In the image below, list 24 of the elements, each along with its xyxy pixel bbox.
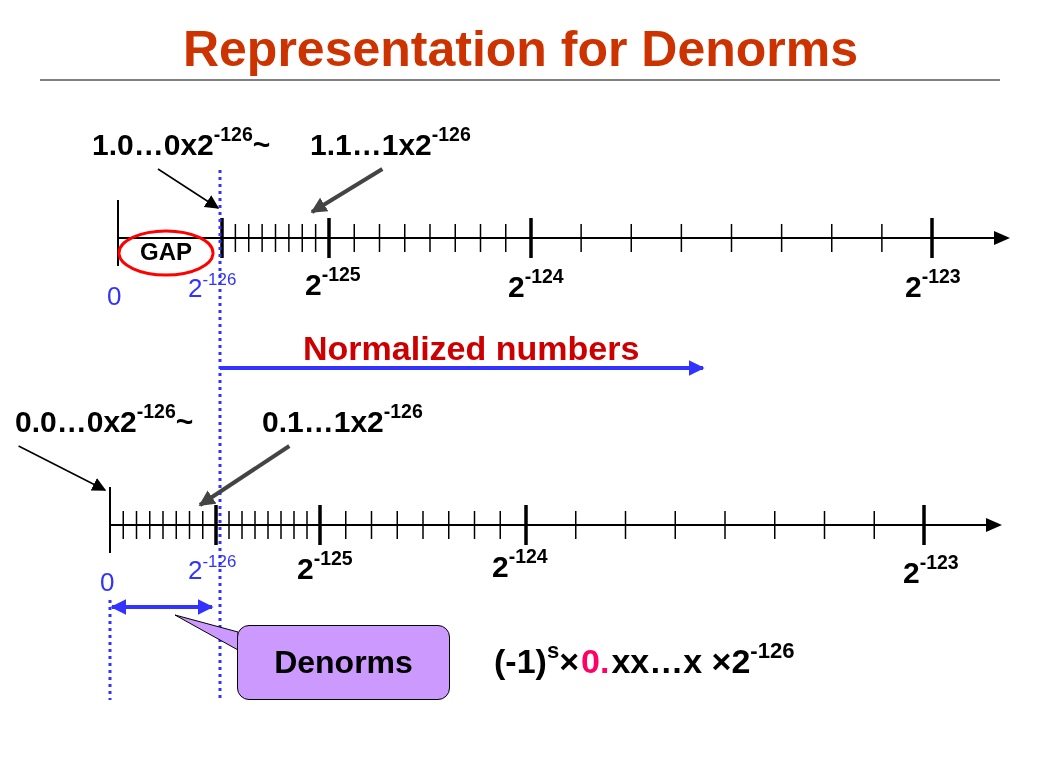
axis-label: 0 [100, 568, 115, 597]
callout-pointer [174, 614, 239, 651]
formula: xx…x ×2$^{-126}$ [611, 643, 795, 681]
axis-label: 2$^{-124}$ [508, 270, 564, 303]
axis-label: 2$^{-123}$ [903, 556, 959, 589]
range-label: Normalized numbers [303, 330, 640, 368]
axis-label: 2$^{-125}$ [305, 268, 361, 301]
leader-text: 0.0…0x2$^{-126}$~ [15, 405, 194, 438]
gap-label: GAP [139, 239, 193, 266]
leader-line [198, 444, 291, 507]
axis-label: 2$^{-123}$ [905, 270, 961, 303]
leader-line [310, 167, 384, 214]
slide-title: Representation for Denorms [181, 22, 860, 77]
formula: (-1)$^{s}$× [494, 643, 580, 681]
leader-text: 1.0…0x2$^{-126}$~ [92, 128, 271, 161]
axis-label: 0 [107, 282, 122, 311]
formula: 0. [581, 643, 610, 681]
axis-label: 2$^{-124}$ [492, 550, 548, 583]
axis-label: 2$^{-125}$ [297, 552, 353, 585]
callout-box: Denorms [237, 625, 450, 700]
leader-line [17, 445, 107, 491]
leader-line [157, 168, 220, 209]
leader-text: 1.1…1x2$^{-126}$ [310, 128, 471, 161]
leader-text: 0.1…1x2$^{-126}$ [262, 405, 423, 438]
